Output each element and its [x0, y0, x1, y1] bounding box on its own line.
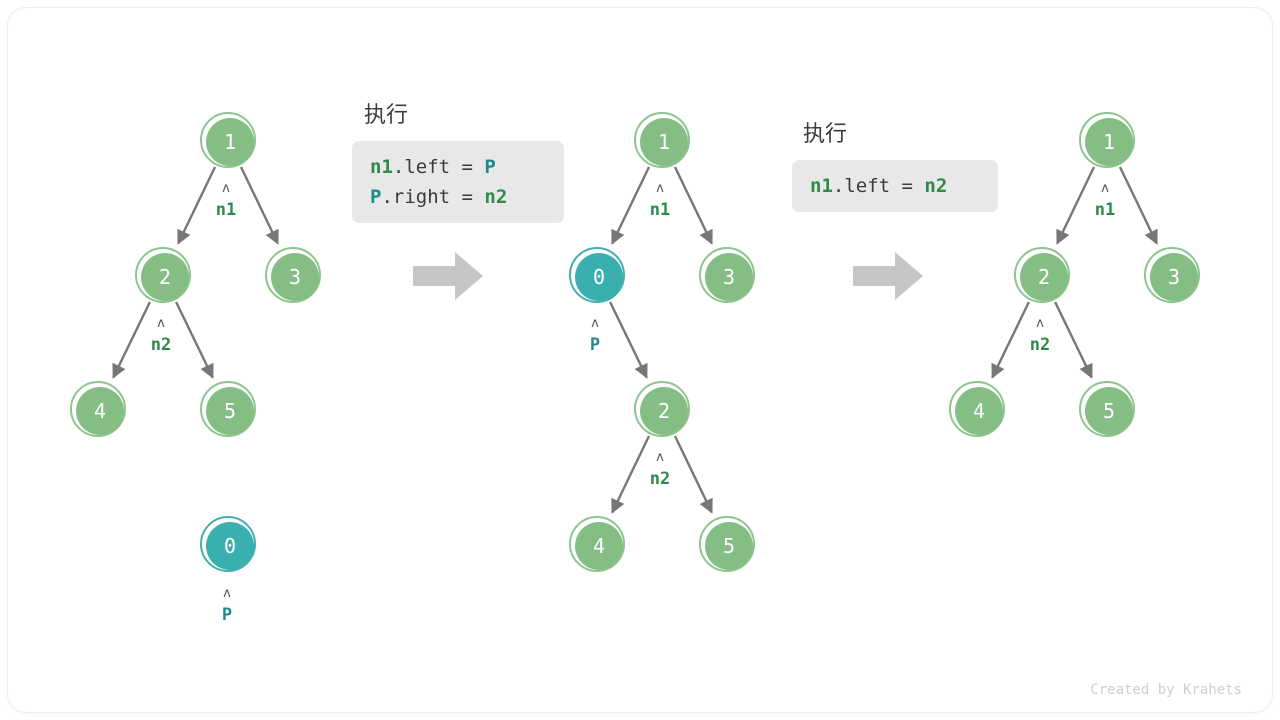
pointer-name: n2: [150, 335, 172, 355]
node-fill: 5: [206, 387, 254, 435]
node-value: 5: [1102, 399, 1116, 423]
tree-node-3: 3: [265, 247, 321, 303]
caret-up-icon: ʌ: [1101, 181, 1109, 196]
node-value: 3: [1167, 265, 1181, 289]
code-token: P: [370, 186, 382, 208]
watermark-credit: Created by Krahets: [1090, 682, 1242, 698]
tree-node-1: 1: [200, 112, 256, 168]
tree-node-4: 4: [569, 516, 625, 572]
code-line: n1.left = P: [370, 152, 546, 182]
pointer-label-n1: ʌ n1: [630, 182, 690, 219]
node-value: 5: [722, 534, 736, 558]
node-value: 2: [1037, 265, 1051, 289]
pointer-name: P: [221, 605, 233, 625]
tree-node-3: 3: [699, 247, 755, 303]
node-fill: 3: [271, 253, 319, 301]
pointer-label-n2: ʌ n2: [1010, 317, 1070, 354]
tree-node-1: 1: [1079, 112, 1135, 168]
node-value: 3: [288, 265, 302, 289]
node-value: 4: [592, 534, 606, 558]
pointer-name: n1: [649, 200, 671, 220]
node-value: 1: [657, 130, 671, 154]
node-fill: 2: [1020, 253, 1068, 301]
node-fill: 0: [206, 522, 254, 570]
pointer-label-n2: ʌ n2: [630, 451, 690, 488]
node-fill: 3: [705, 253, 753, 301]
node-fill: 4: [76, 387, 124, 435]
pointer-label-n1: ʌ n1: [1075, 182, 1135, 219]
node-fill: 2: [141, 253, 189, 301]
node-fill: 3: [1150, 253, 1198, 301]
tree-node-2: 2: [135, 247, 191, 303]
caption-execute-1: 执行: [364, 103, 409, 128]
code-token: P: [484, 156, 496, 178]
code-token: .left =: [832, 175, 925, 197]
code-token: .left =: [392, 156, 485, 178]
code-line: n1.left = n2: [810, 171, 980, 201]
pointer-name: n1: [1094, 200, 1116, 220]
node-fill: 4: [955, 387, 1003, 435]
node-fill: 0: [575, 253, 623, 301]
code-token: n2: [484, 186, 508, 208]
pointer-label-n1: ʌ n1: [196, 182, 256, 219]
caret-up-icon: ʌ: [656, 450, 664, 465]
node-value: 0: [592, 265, 606, 289]
node-value: 1: [1102, 130, 1116, 154]
code-token: n2: [924, 175, 948, 197]
code-token: n1: [370, 156, 393, 178]
tree-node-4: 4: [949, 381, 1005, 437]
tree-node-0: 0: [200, 516, 256, 572]
caret-up-icon: ʌ: [222, 181, 230, 196]
node-value: 2: [158, 265, 172, 289]
node-fill: 4: [575, 522, 623, 570]
pointer-name: n1: [215, 200, 237, 220]
transition-arrow-right-icon: [853, 252, 923, 304]
node-fill: 1: [1085, 118, 1133, 166]
tree-node-4: 4: [70, 381, 126, 437]
tree-node-3: 3: [1144, 247, 1200, 303]
node-fill: 1: [206, 118, 254, 166]
tree-node-2: 2: [634, 381, 690, 437]
node-value: 1: [223, 130, 237, 154]
node-value: 3: [722, 265, 736, 289]
caret-up-icon: ʌ: [223, 586, 231, 601]
code-token: .right =: [381, 186, 485, 208]
caption-execute-2: 执行: [803, 122, 848, 147]
pointer-name: P: [589, 335, 601, 355]
node-value: 0: [223, 534, 237, 558]
node-value: 5: [223, 399, 237, 423]
tree-node-0: 0: [569, 247, 625, 303]
tree-node-5: 5: [200, 381, 256, 437]
node-value: 2: [657, 399, 671, 423]
code-line: P.right = n2: [370, 182, 546, 212]
node-fill: 2: [640, 387, 688, 435]
tree-node-5: 5: [1079, 381, 1135, 437]
node-fill: 5: [705, 522, 753, 570]
node-value: 4: [972, 399, 986, 423]
node-fill: 5: [1085, 387, 1133, 435]
tree-node-5: 5: [699, 516, 755, 572]
tree-node-1: 1: [634, 112, 690, 168]
node-value: 4: [93, 399, 107, 423]
caret-up-icon: ʌ: [1036, 316, 1044, 331]
caret-up-icon: ʌ: [591, 316, 599, 331]
pointer-name: n2: [1029, 335, 1051, 355]
transition-arrow-right-icon: [413, 252, 483, 304]
node-fill: 1: [640, 118, 688, 166]
pointer-name: n2: [649, 469, 671, 489]
tree-node-2: 2: [1014, 247, 1070, 303]
caret-up-icon: ʌ: [656, 181, 664, 196]
caret-up-icon: ʌ: [157, 316, 165, 331]
code-block-2: n1.left = n2: [792, 160, 998, 212]
pointer-label-n2: ʌ n2: [131, 317, 191, 354]
code-token: n1: [810, 175, 833, 197]
